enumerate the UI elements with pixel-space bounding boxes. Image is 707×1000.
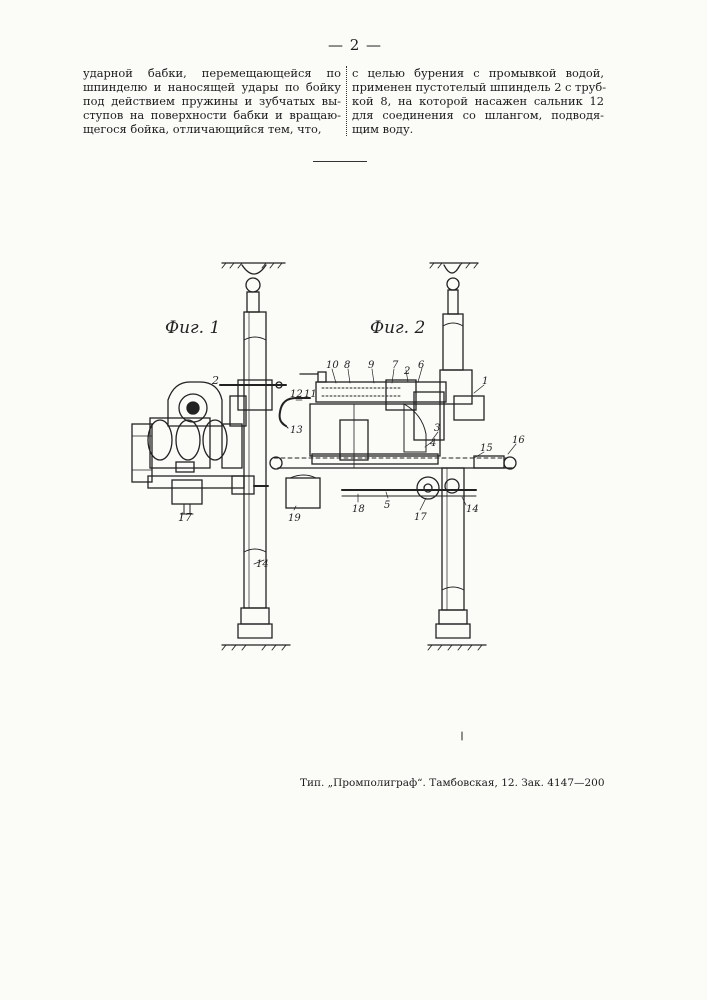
top-screw	[448, 290, 458, 314]
support-column-upper	[443, 314, 463, 370]
part-number: 13	[290, 425, 303, 436]
top-screw	[247, 292, 259, 312]
ceiling-hatch	[430, 263, 478, 268]
motor-housing	[440, 370, 472, 404]
part-number: 16	[512, 435, 525, 446]
part-number: 19	[288, 513, 301, 524]
figure-1: Фиг. 1	[132, 263, 290, 650]
printer-imprint: Тип. „Промполиграф“. Тамбовская, 12. Зак…	[300, 777, 600, 789]
lower-clamp	[172, 480, 202, 504]
part-number: 2	[211, 374, 219, 387]
part-number: 7	[392, 360, 399, 371]
floor-hatch	[222, 645, 290, 650]
part-number: 9	[368, 360, 375, 371]
part-number: 17	[178, 511, 192, 524]
part-number: 4	[429, 438, 436, 449]
part-number: 11	[304, 389, 317, 400]
figure-1-label: Фиг. 1	[165, 318, 220, 338]
part-number: 12	[290, 389, 303, 400]
drill-motor-assembly	[132, 382, 246, 482]
part-number: 3	[434, 423, 440, 434]
motor-1	[454, 396, 484, 420]
guide-rail	[270, 456, 516, 469]
part-number: 1	[482, 376, 488, 387]
floor-hatch	[428, 645, 486, 650]
water-hose-fitting	[280, 398, 310, 426]
part-number: 5	[384, 500, 390, 511]
part-number: 17	[414, 512, 427, 523]
ceiling-hatch	[222, 263, 285, 268]
foot-plate	[436, 624, 470, 638]
part-number: 10	[326, 360, 339, 371]
figure-2-label: Фиг. 2	[370, 318, 425, 338]
drill-body	[300, 372, 446, 468]
foot-plate	[238, 624, 272, 638]
part-number: 2	[403, 366, 410, 377]
figure-2: Фиг. 2	[270, 263, 525, 650]
top-swivel	[242, 265, 266, 274]
top-eye	[447, 278, 459, 290]
block-19	[286, 478, 320, 508]
top-eye	[246, 278, 260, 292]
part-number: 8	[344, 360, 350, 371]
lower-bracket	[148, 476, 244, 488]
part-number: 18	[352, 504, 365, 515]
part-number: 6	[418, 360, 425, 371]
bottom-screw	[241, 608, 269, 624]
part-number: 14	[466, 504, 479, 515]
part-number: 15	[480, 443, 493, 454]
bottom-screw	[439, 610, 467, 624]
